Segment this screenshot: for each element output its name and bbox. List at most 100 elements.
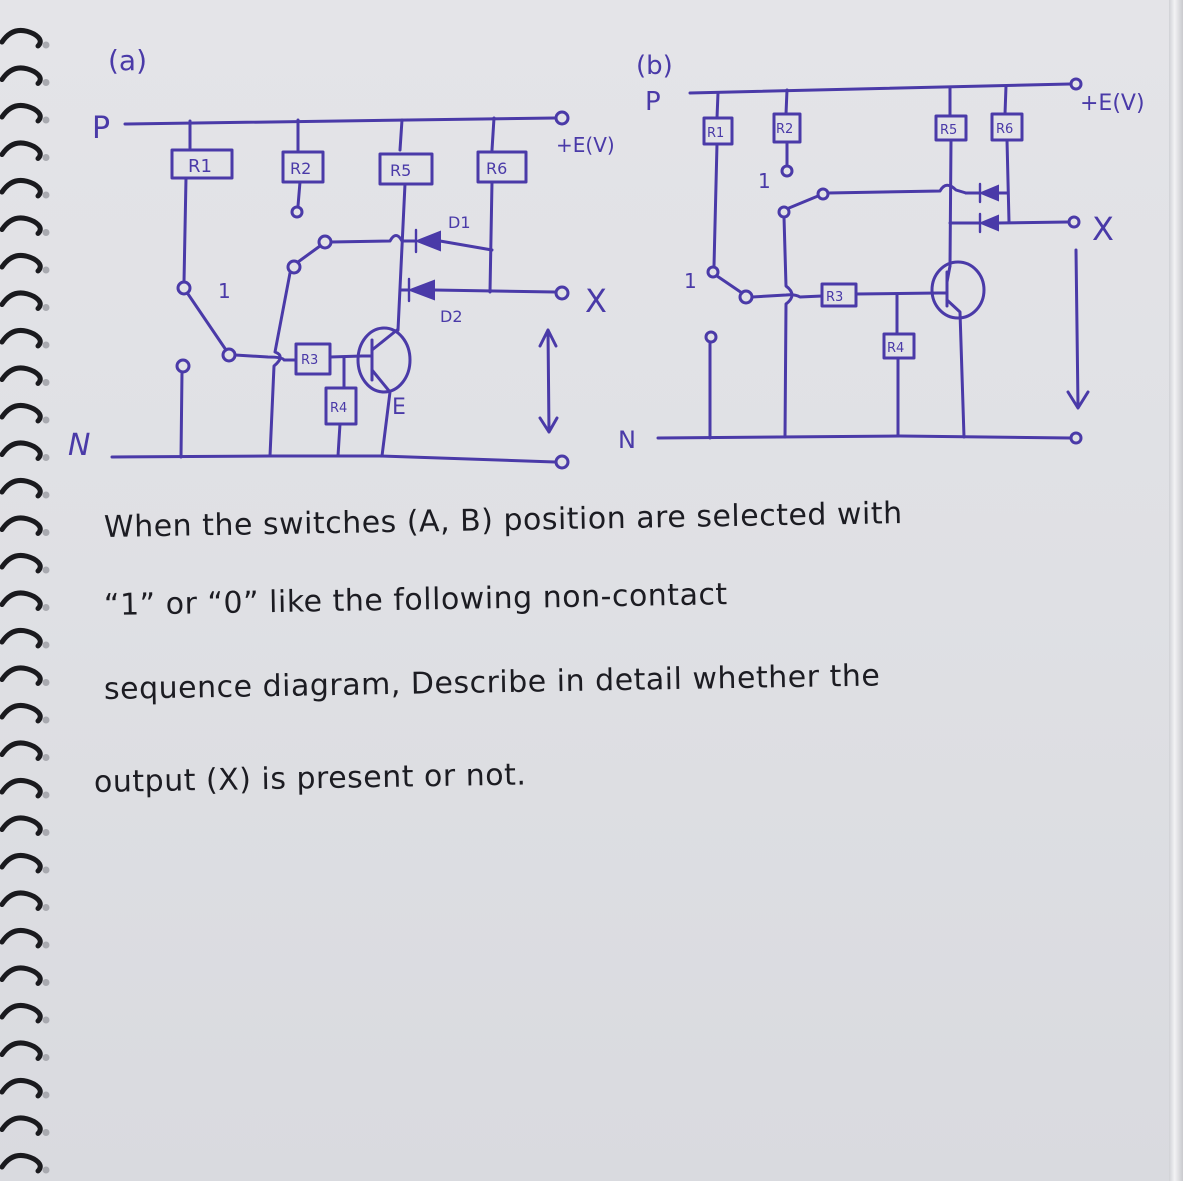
binding-ring [0,890,43,911]
binding-hole [42,716,50,724]
resistor-r6-a-label: R6 [486,159,507,178]
resistor-r6-a [476,150,528,184]
binding-hole [42,379,50,386]
binding-ring [0,965,43,986]
wire [296,180,302,208]
binding-ring [0,402,43,424]
binding-ring [0,252,43,274]
binding-ring [0,627,43,649]
diagram-a-emitter-label: E [392,395,406,420]
terminal-supply-a [554,110,570,126]
wire [233,353,298,362]
binding-hole [42,979,50,986]
resistor-r3-b-label: R3 [826,290,843,305]
switch-b-blade [296,244,322,264]
binding-ring [0,290,43,311]
binding-hole [42,566,50,574]
binding-ring [0,27,43,49]
diagram-b-supply-label: +E(V) [1080,91,1145,116]
binding-hole [42,154,50,161]
binding-hole [42,1016,50,1024]
binding-hole [42,79,50,86]
binding-ring [0,590,43,611]
binding-hole [42,866,50,874]
wire [996,220,1070,225]
switch-b-pivot [286,259,302,275]
output-arrow-b [1066,248,1090,410]
binding-hole [42,904,50,911]
rail-n-a [110,454,557,464]
resistor-r5-a-label: R5 [390,161,411,180]
spiral-binding [0,27,50,1174]
switch-b-b-contact-1 [780,164,794,178]
wire [948,138,953,268]
binding-hole [42,1091,50,1099]
diagram-b-n-label: N [618,426,636,454]
wire [336,422,342,458]
binding-ring [0,1152,43,1174]
diagram-a-p-label: P [92,111,110,146]
diagram-a-supply-label: +E(V) [556,133,615,157]
binding-hole [42,304,50,311]
rail-p-a [123,116,557,126]
transistor-b-leads [936,264,966,439]
resistor-r2-a [281,150,325,184]
binding-ring [0,1077,43,1099]
resistor-r4-b-label: R4 [887,341,904,356]
binding-ring [0,927,43,949]
resistor-r3-a [294,342,332,376]
binding-ring [0,327,43,349]
binding-hole [42,529,50,536]
binding-ring [0,215,43,236]
terminal-output-x-b [1067,215,1081,229]
binding-ring [0,815,43,836]
diode-1-b-icon [978,184,999,202]
binding-hole [42,116,50,124]
wire [488,180,494,294]
output-arrow-a [538,328,559,434]
diagram-b-title: (b) [636,51,673,81]
resistor-r2-a-label: R2 [290,159,311,178]
binding-hole [42,941,50,949]
resistor-r5-b-label: R5 [940,123,957,138]
wire [826,183,968,195]
binding-ring [0,440,43,461]
binding-hole [42,1054,50,1061]
transistor-b [930,260,986,320]
binding-ring [0,1115,43,1136]
binding-ring [0,65,43,86]
resistor-r3-a-label: R3 [301,353,318,368]
wire [784,88,789,116]
rail-p-b [688,82,1072,95]
transistor-a-leads [360,328,399,458]
binding-hole [42,491,50,499]
binding-ring [0,140,43,161]
resistor-r4-a-label: R4 [330,401,347,416]
wire [398,118,404,152]
binding-hole [42,454,50,461]
switch-b-contact-1 [290,205,304,219]
wire [715,91,720,120]
binding-hole [42,416,50,424]
switch-a-top-contact [176,280,192,296]
wire [179,370,184,459]
next-page-edge [1169,0,1183,1181]
switch-a-b-pivot [738,289,754,305]
diagram-a-switch-label: 1 [218,279,231,303]
binding-hole [42,791,50,799]
transistor-a [356,326,412,394]
binding-ring [0,477,43,499]
diode-2-b-icon [978,214,999,232]
binding-hole [42,41,50,49]
binding-ring [0,515,43,536]
binding-hole [42,266,50,274]
wire [396,182,407,332]
switch-a-blade [186,292,228,352]
switch-a-b-top [706,265,720,279]
rail-n-b [656,434,1072,440]
switch-b-b-blade [787,194,820,210]
resistor-r2-b-label: R2 [776,122,793,137]
